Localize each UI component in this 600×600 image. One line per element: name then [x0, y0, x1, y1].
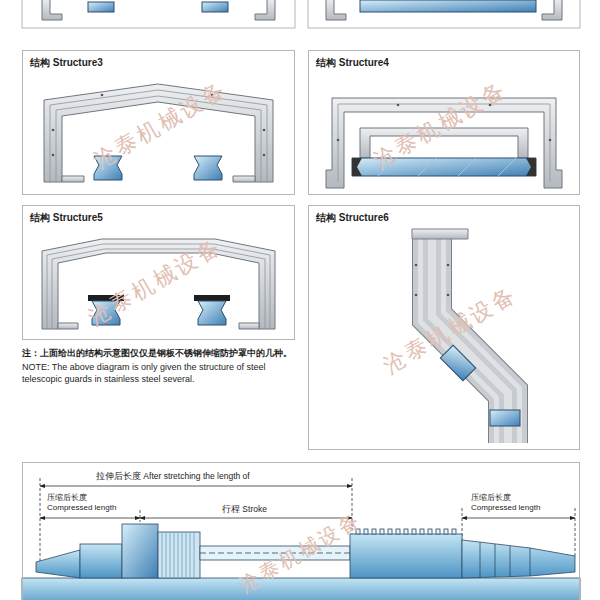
panel-heading: 结构 Structure6 — [316, 212, 389, 225]
panel-heading: 结构 Structure3 — [30, 57, 103, 70]
panel-heading: 结构 Structure4 — [316, 57, 389, 70]
note-text: 注：上面给出的结构示意图仅仅是钢板不锈钢伸缩防护罩中的几种。 — [22, 348, 295, 359]
partial-panels — [22, 0, 580, 28]
dimension-label: 压缩后长度 Compressed length — [47, 493, 131, 513]
dimension-label: 行程 Stroke — [222, 504, 267, 515]
dimension-label: 压缩后长度 Compressed length — [471, 493, 555, 513]
dimension-panel: 拉伸后长度 After stretching the length of 压缩后长… — [22, 462, 580, 600]
panel-heading: 结构 Structure5 — [30, 212, 103, 225]
dimension-label: 拉伸后长度 After stretching the length of — [96, 471, 250, 482]
note-text: NOTE: The above diagram is only given th… — [22, 362, 295, 385]
